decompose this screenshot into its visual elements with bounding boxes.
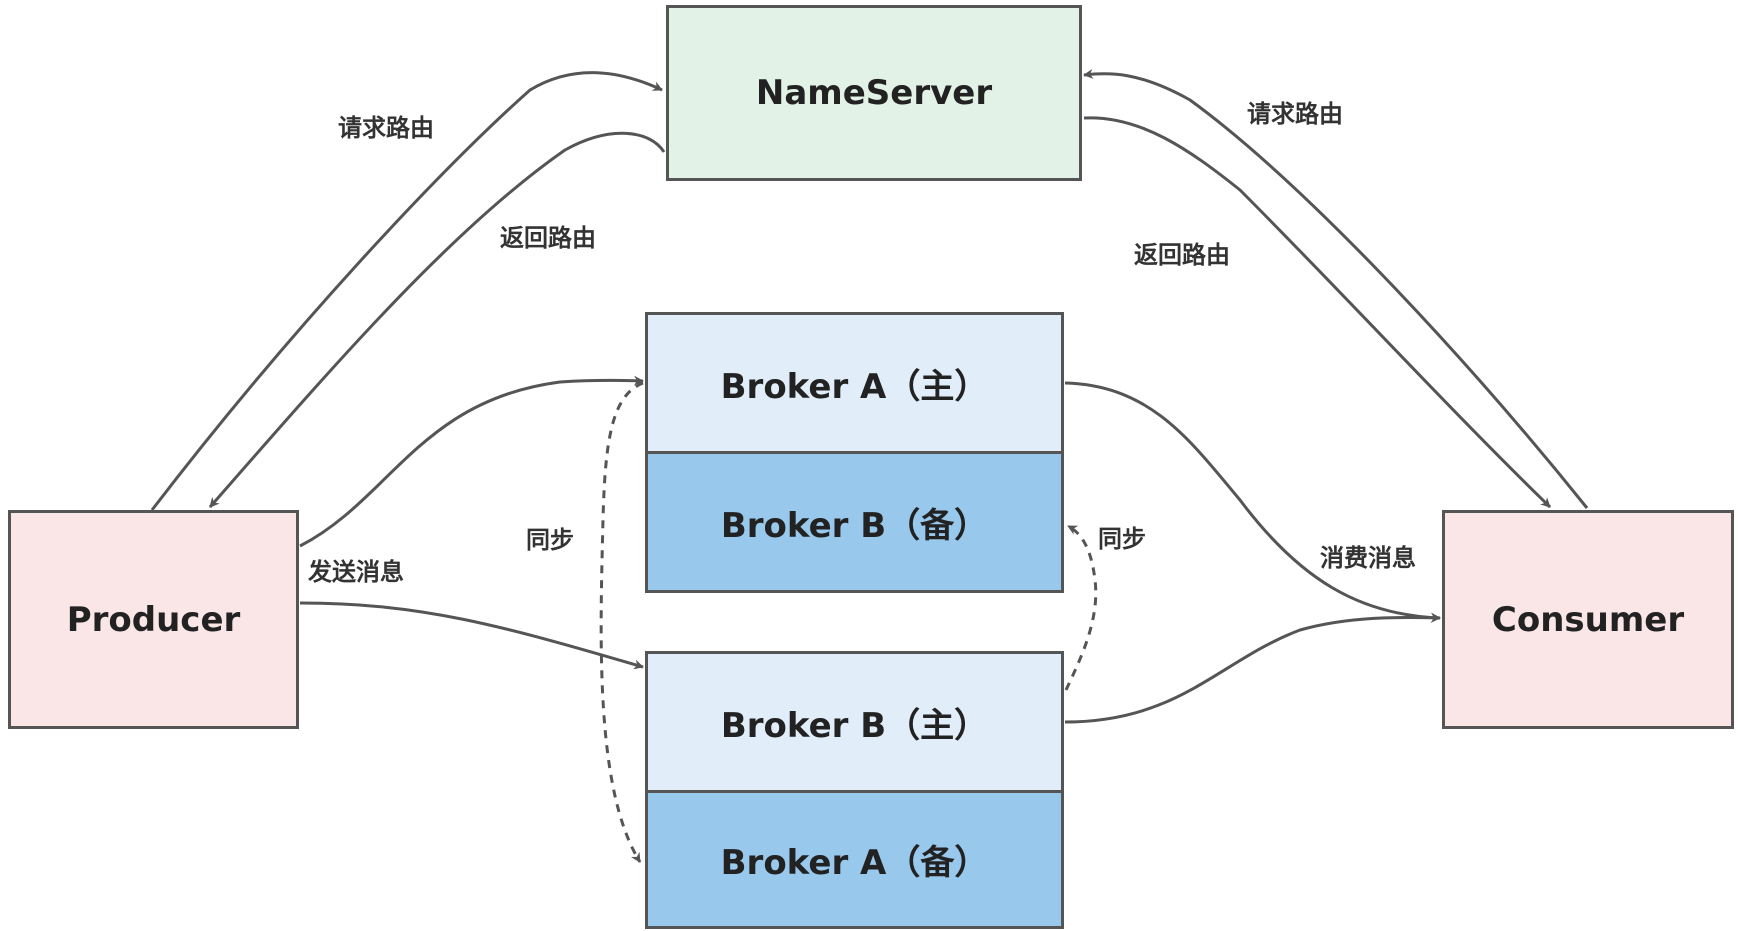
producer-request-route-edge <box>150 71 663 511</box>
consume-message-label: 消费消息 <box>1320 544 1416 572</box>
broker-b-slave-node: Broker B（备） <box>645 451 1064 593</box>
broker-a-master-label: Broker A（主） <box>720 366 989 407</box>
broker-a-master-node: Broker A（主） <box>645 312 1064 454</box>
send-message-label: 发送消息 <box>308 558 404 586</box>
consumer-request-route-label: 请求路由 <box>1247 100 1343 128</box>
sync-broker-a-edge <box>599 381 644 863</box>
nameserver-node: NameServer <box>666 5 1082 181</box>
nameserver-label: NameServer <box>755 73 993 113</box>
consume-from-broker-b-edge <box>1064 612 1441 724</box>
sync-broker-b-edge <box>1064 524 1098 691</box>
producer-node: Producer <box>8 510 299 729</box>
consumer-request-route-edge <box>1083 69 1589 509</box>
consumer-return-route-label: 返回路由 <box>1134 241 1230 269</box>
send-to-broker-b-edge <box>299 601 644 670</box>
consumer-node: Consumer <box>1442 510 1734 729</box>
sync-left-label: 同步 <box>526 526 574 554</box>
producer-label: Producer <box>66 599 241 640</box>
broker-b-slave-label: Broker B（备） <box>720 505 989 546</box>
broker-b-master-node: Broker B（主） <box>645 651 1064 793</box>
sync-right-label: 同步 <box>1098 525 1146 553</box>
producer-request-route-label: 请求路由 <box>338 114 434 142</box>
consume-from-broker-a-edge <box>1064 381 1441 623</box>
broker-a-slave-label: Broker A（备） <box>720 843 989 883</box>
broker-b-master-label: Broker B（主） <box>720 705 989 746</box>
producer-return-route-edge <box>208 131 666 508</box>
producer-return-route-label: 返回路由 <box>500 224 596 252</box>
consumer-label: Consumer <box>1491 599 1685 640</box>
consumer-return-route-edge <box>1083 116 1552 509</box>
send-to-broker-a-edge <box>299 375 644 548</box>
broker-a-slave-node: Broker A（备） <box>645 790 1064 929</box>
